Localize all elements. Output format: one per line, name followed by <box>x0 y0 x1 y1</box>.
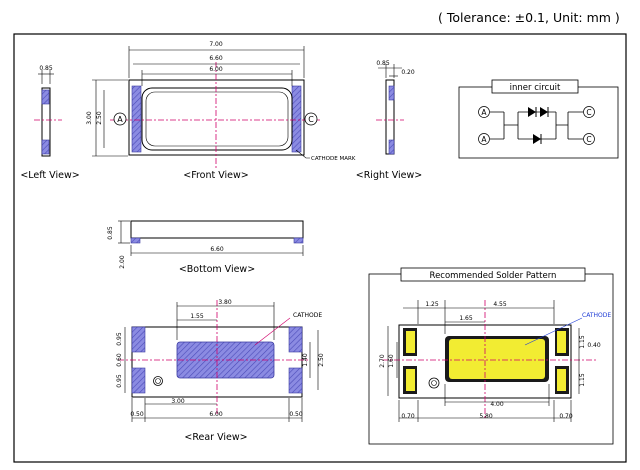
tolerance-note: ( Tolerance: ±0.1, Unit: mm ) <box>438 10 620 25</box>
bottom-view: 0.85 2.00 6.60 <Bottom View> <box>107 220 304 275</box>
rear-view-label: <Rear View> <box>184 432 247 443</box>
ic-pin-c1: C <box>586 108 591 117</box>
right-view: 0.85 0.20 <Right View> <box>356 60 423 181</box>
solder-dim-07b: 0.70 <box>559 413 573 420</box>
solder-dim-04: 0.40 <box>587 342 601 349</box>
cathode-mark-label: CATHODE MARK <box>311 156 356 162</box>
ic-pin-c2: C <box>586 135 591 144</box>
rear-dim-left3: 0.95 <box>116 374 123 388</box>
solder-pattern: Recommended Solder Pattern 1.25 4.55 1.6… <box>368 267 614 445</box>
bottom-dim-2: 2.00 <box>119 255 126 269</box>
drawing-border <box>13 33 627 463</box>
front-cathode: C <box>308 115 314 124</box>
bottom-view-label: <Bottom View> <box>179 264 255 275</box>
rear-dim-155: 1.55 <box>190 313 204 320</box>
front-view: 7.00 6.60 6.00 3.00 2.50 A C CATHODE MAR… <box>86 41 356 181</box>
bottom-dim-085: 0.85 <box>107 226 114 240</box>
solder-dim-125: 1.25 <box>425 301 439 308</box>
left-width-dim: 0.85 <box>39 65 53 72</box>
rear-dim-25: 2.50 <box>318 353 325 367</box>
bottom-dim-66: 6.60 <box>210 246 224 253</box>
solder-dim-115b: 1.15 <box>579 373 586 387</box>
front-view-label: <Front View> <box>183 170 249 181</box>
right-view-label: <Right View> <box>356 170 423 181</box>
front-dim-25: 2.50 <box>96 111 103 125</box>
front-dim-66: 6.60 <box>209 55 223 62</box>
rear-dim-05b: 0.50 <box>289 411 303 418</box>
rear-dim-3: 3.00 <box>171 398 185 405</box>
solder-cathode-label: CATHODE <box>582 312 611 319</box>
inner-circuit: inner circuit A A C C <box>458 79 619 159</box>
rear-dim-05a: 0.50 <box>130 411 144 418</box>
solder-dim-58: 5.80 <box>479 413 493 420</box>
rear-dim-38: 3.80 <box>218 299 232 306</box>
rear-view: 3.80 1.55 0.95 0.60 0.95 1.40 2.50 CATHO… <box>116 299 325 443</box>
solder-dim-115a: 1.15 <box>579 335 586 349</box>
rear-dim-left2: 0.60 <box>116 353 123 367</box>
solder-dim-165: 1.65 <box>459 315 473 322</box>
rear-cathode-label: CATHODE <box>293 312 322 319</box>
solder-dim-27: 2.70 <box>379 354 386 368</box>
solder-dim-16: 1.60 <box>388 354 395 368</box>
ic-pin-a2: A <box>481 135 487 144</box>
solder-title: Recommended Solder Pattern <box>430 271 557 281</box>
rear-dim-6: 6.00 <box>209 411 223 418</box>
front-anode: A <box>117 115 123 124</box>
front-dim-7: 7.00 <box>209 41 223 48</box>
solder-dim-4: 4.00 <box>490 401 504 408</box>
solder-dim-455: 4.55 <box>493 301 507 308</box>
rear-dim-14: 1.40 <box>302 353 309 367</box>
right-dim-085: 0.85 <box>376 60 390 67</box>
ic-pin-a1: A <box>481 108 487 117</box>
rear-dim-left1: 0.95 <box>116 332 123 346</box>
solder-dim-07a: 0.70 <box>401 413 415 420</box>
inner-circuit-title: inner circuit <box>510 83 561 93</box>
front-dim-3: 3.00 <box>86 111 93 125</box>
left-view: 0.85 <Left View> <box>20 65 79 181</box>
right-dim-020: 0.20 <box>401 69 415 76</box>
front-dim-6: 6.00 <box>209 66 223 73</box>
left-view-label: <Left View> <box>20 170 79 181</box>
